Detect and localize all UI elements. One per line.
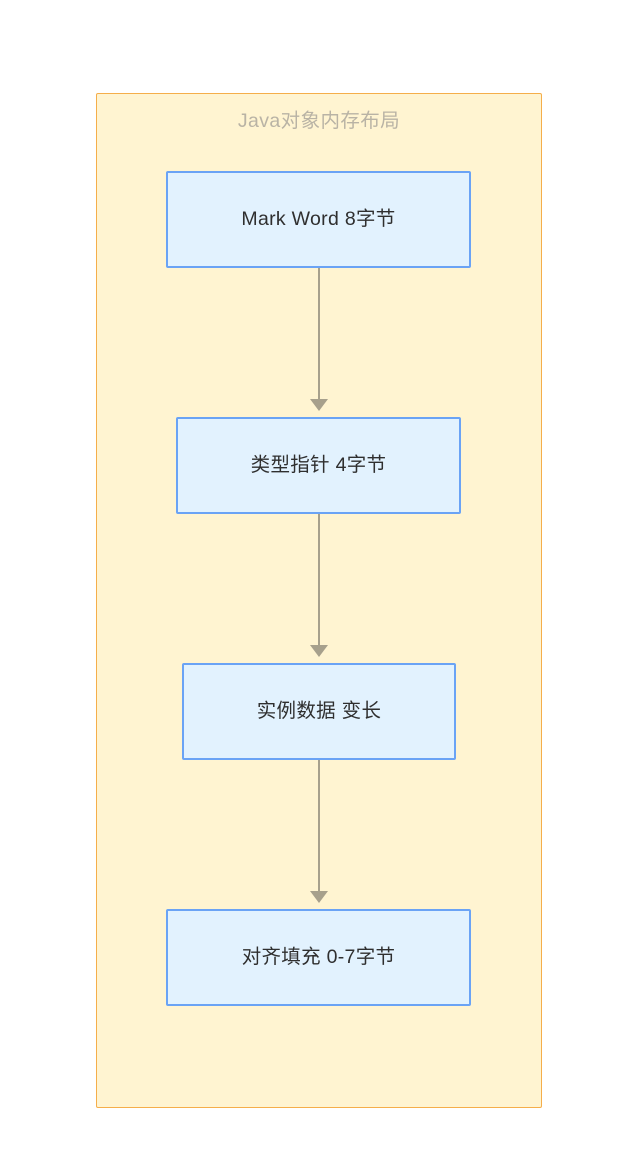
node-alignment-padding[interactable]: 对齐填充 0-7字节 — [166, 909, 471, 1006]
arrowhead-icon — [310, 399, 328, 411]
edge-klass-ptr-to-instance — [318, 514, 320, 654]
arrowhead-icon — [310, 645, 328, 657]
subgraph-title: Java对象内存布局 — [237, 110, 401, 132]
node-klass-pointer[interactable]: 类型指针 4字节 — [176, 417, 461, 514]
node-alignment-padding-label: 对齐填充 0-7字节 — [241, 945, 396, 968]
edge-mark-word-to-klass-ptr — [318, 268, 320, 408]
node-instance-data-label: 实例数据 变长 — [256, 699, 382, 722]
node-klass-pointer-label: 类型指针 4字节 — [250, 453, 387, 476]
node-mark-word[interactable]: Mark Word 8字节 — [166, 171, 471, 268]
arrowhead-icon — [310, 891, 328, 903]
node-mark-word-label: Mark Word 8字节 — [241, 207, 396, 230]
edge-instance-to-padding — [318, 760, 320, 900]
node-instance-data[interactable]: 实例数据 变长 — [182, 663, 456, 760]
